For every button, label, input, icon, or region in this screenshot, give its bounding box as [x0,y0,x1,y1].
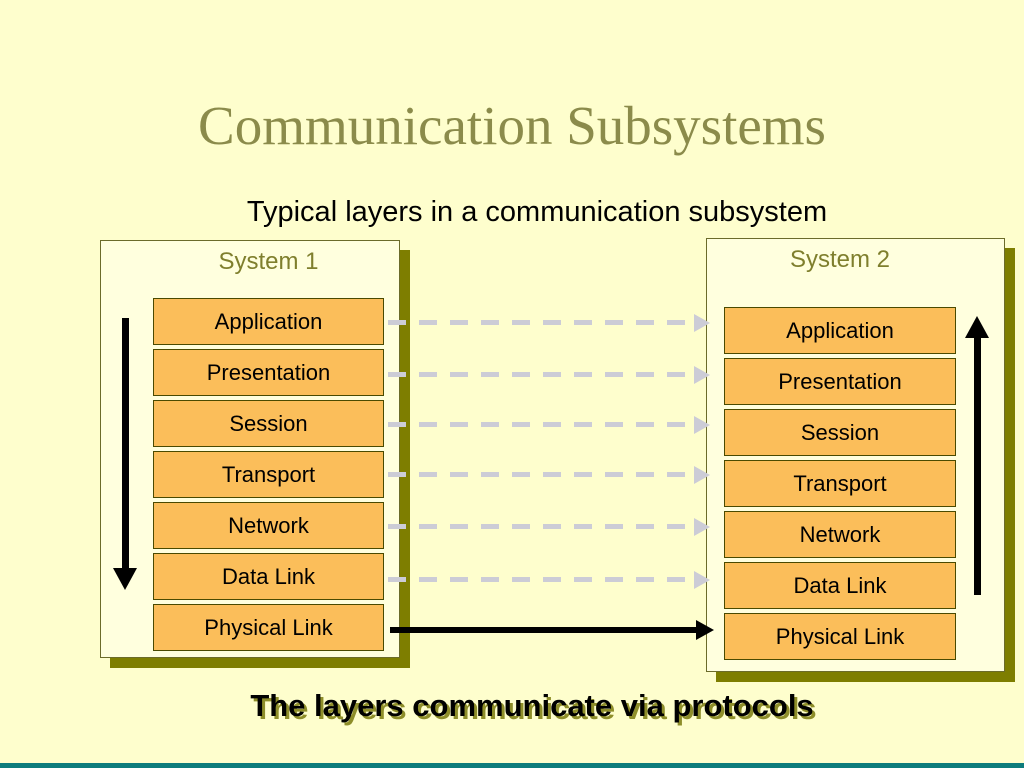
slide-subtitle: Typical layers in a communication subsys… [246,196,828,228]
downward-arrowhead-icon [113,568,137,590]
system-1-label: System 1 [218,248,319,275]
layer-box-network: Network [153,502,384,549]
dashed-arrowhead-icon [694,571,710,589]
slide-footer: The layers communicate via protocols [250,688,814,723]
layer-box-session: Session [153,400,384,447]
dashed-protocol-arrow-transport [388,472,695,477]
layer-box-network: Network [724,511,956,558]
system-1-panel: System 1 Application Presentation Sessio… [100,240,400,658]
layer-box-data-link: Data Link [153,553,384,600]
solid-arrowhead-icon [696,620,714,640]
layer-box-application: Application [724,307,956,354]
layer-box-physical-link: Physical Link [153,604,384,651]
upward-arrowhead-icon [965,316,989,338]
dashed-protocol-arrow-application [388,320,695,325]
layer-box-physical-link: Physical Link [724,613,956,660]
layer-box-transport: Transport [724,460,956,507]
dashed-arrowhead-icon [694,518,710,536]
downward-flow-arrow [122,318,129,570]
layer-box-transport: Transport [153,451,384,498]
dashed-arrowhead-icon [694,366,710,384]
dashed-protocol-arrow-network [388,524,695,529]
upward-flow-arrow [974,336,981,595]
system-2-panel: System 2 Application Presentation Sessio… [706,238,1005,672]
layer-box-session: Session [724,409,956,456]
dashed-arrowhead-icon [694,314,710,332]
layer-box-data-link: Data Link [724,562,956,609]
bottom-accent-bar [0,763,1024,768]
layer-box-presentation: Presentation [153,349,384,396]
solid-physical-link-arrow [390,627,697,633]
layer-box-application: Application [153,298,384,345]
dashed-protocol-arrow-presentation [388,372,695,377]
system-2-label: System 2 [789,246,891,273]
dashed-arrowhead-icon [694,416,710,434]
layer-box-presentation: Presentation [724,358,956,405]
dashed-protocol-arrow-session [388,422,695,427]
dashed-protocol-arrow-data-link [388,577,695,582]
dashed-arrowhead-icon [694,466,710,484]
slide-title: Communication Subsystems [198,95,826,156]
